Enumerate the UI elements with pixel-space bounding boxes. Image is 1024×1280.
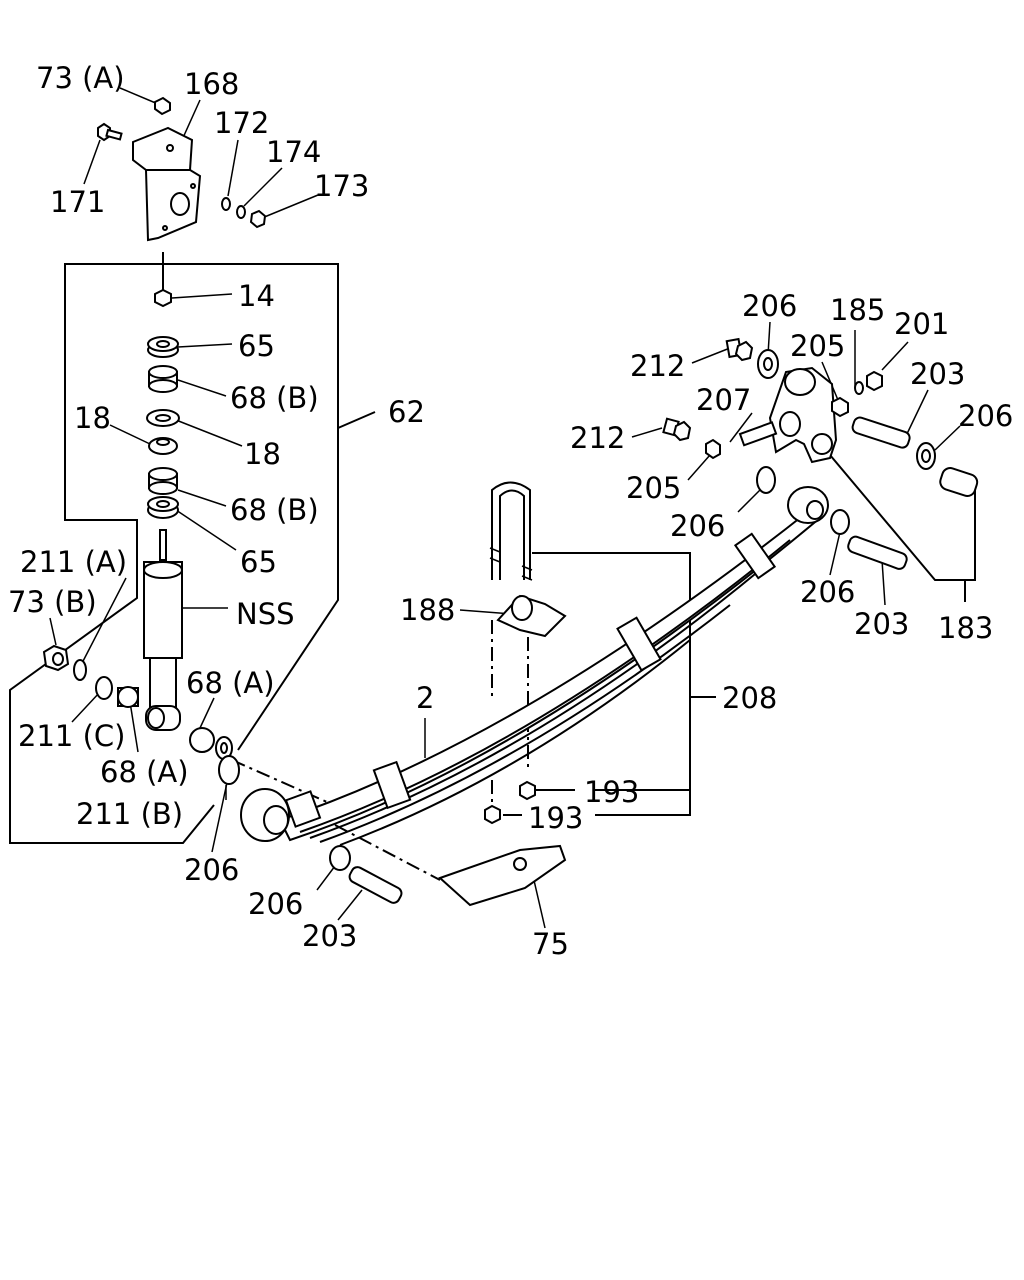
- pin-203-top: [851, 416, 911, 449]
- front-hanger-75: [438, 844, 567, 907]
- bushing-68b-bottom: [148, 467, 178, 495]
- label-73b: 73 (B): [8, 585, 97, 619]
- label-211a: 211 (A): [20, 545, 127, 579]
- pin-203-right: [847, 535, 908, 570]
- bolt-207: [738, 421, 778, 447]
- bushing-68a-right: [189, 727, 215, 753]
- washer-211c: [95, 676, 113, 700]
- grease-fitting-212-mid: [662, 417, 692, 442]
- callout-labels: 73 (A) 168 172 174 173 171 14 65 68 (B) …: [8, 61, 1013, 961]
- label-203-top: 203: [910, 357, 965, 391]
- lock-washer-174: [236, 205, 246, 219]
- label-208: 208: [722, 681, 777, 715]
- label-172: 172: [214, 106, 269, 140]
- label-206-a: 206: [184, 853, 239, 887]
- washer-172: [221, 197, 231, 211]
- label-212-mid: 212: [570, 421, 625, 455]
- label-212-top: 212: [630, 349, 685, 383]
- washer-206-front-a: [218, 755, 240, 785]
- label-65-bottom: 65: [240, 545, 277, 579]
- washer-206-top: [757, 349, 779, 379]
- bushing-68b-top: [148, 365, 178, 393]
- label-174: 174: [266, 135, 321, 169]
- label-173: 173: [314, 169, 369, 203]
- washer-206-right: [916, 442, 936, 470]
- label-68b-top: 68 (B): [230, 381, 319, 415]
- label-65-top: 65: [238, 329, 275, 363]
- label-18-left: 18: [74, 401, 111, 435]
- label-193-lower: 193: [528, 801, 583, 835]
- label-193-upper: 193: [584, 775, 639, 809]
- bushing-65-bottom: [147, 496, 179, 519]
- nut-201: [866, 370, 883, 392]
- leaf-spring-2: [240, 486, 829, 846]
- bushing-68a-left: [117, 686, 139, 708]
- label-75: 75: [532, 927, 569, 961]
- nut-73b: [42, 644, 70, 672]
- nut-14: [154, 288, 172, 308]
- label-206-b: 206: [248, 887, 303, 921]
- label-188: 188: [400, 593, 455, 627]
- label-68a-left: 68 (A): [100, 755, 189, 789]
- label-205-mid: 205: [626, 471, 681, 505]
- assembly-axis-lines: [231, 610, 529, 881]
- label-73a: 73 (A): [36, 61, 125, 95]
- shock-absorber-nss: [143, 529, 183, 731]
- washer-206-low: [830, 509, 850, 535]
- washer-211a: [73, 659, 87, 681]
- washer-18-lower: [148, 437, 178, 455]
- label-203-front: 203: [302, 919, 357, 953]
- clip-185: [854, 381, 864, 395]
- washer-206-mid: [756, 466, 776, 494]
- upper-shock-bracket: [132, 126, 202, 242]
- label-206-low: 206: [800, 575, 855, 609]
- label-68a-right: 68 (A): [186, 666, 275, 700]
- label-18-right: 18: [244, 437, 281, 471]
- shackle-183: [768, 366, 838, 464]
- label-183: 183: [938, 611, 993, 645]
- grease-fitting-205-mid: [705, 438, 721, 460]
- nut-73a: [154, 96, 171, 116]
- washer-206-front-b: [329, 845, 351, 871]
- label-62: 62: [388, 395, 425, 429]
- grease-fitting-212-top: [725, 337, 754, 362]
- washer-18-upper: [146, 409, 180, 427]
- label-206-top: 206: [742, 289, 797, 323]
- label-14: 14: [238, 279, 275, 313]
- label-203-right: 203: [854, 607, 909, 641]
- label-2: 2: [416, 681, 434, 715]
- label-205-top: 205: [790, 329, 845, 363]
- label-nss: NSS: [236, 597, 295, 631]
- label-68b-bottom: 68 (B): [230, 493, 319, 527]
- label-171: 171: [50, 185, 105, 219]
- pin-203-front: [348, 866, 403, 904]
- bushing-183: [939, 467, 979, 497]
- bushing-65-top: [147, 336, 179, 358]
- label-211b: 211 (B): [76, 797, 183, 831]
- nut-173: [249, 209, 267, 229]
- label-185: 185: [830, 293, 885, 327]
- u-bolt-188: [489, 481, 567, 638]
- label-201: 201: [894, 307, 949, 341]
- grease-fitting-205-top: [831, 396, 849, 418]
- nut-193-upper: [519, 780, 536, 801]
- label-168: 168: [184, 67, 239, 101]
- label-206-mid: 206: [670, 509, 725, 543]
- bolt-171: [97, 122, 123, 142]
- nut-193-lower: [484, 804, 501, 825]
- label-211c: 211 (C): [18, 719, 125, 753]
- label-207: 207: [696, 383, 751, 417]
- label-206-right: 206: [958, 399, 1013, 433]
